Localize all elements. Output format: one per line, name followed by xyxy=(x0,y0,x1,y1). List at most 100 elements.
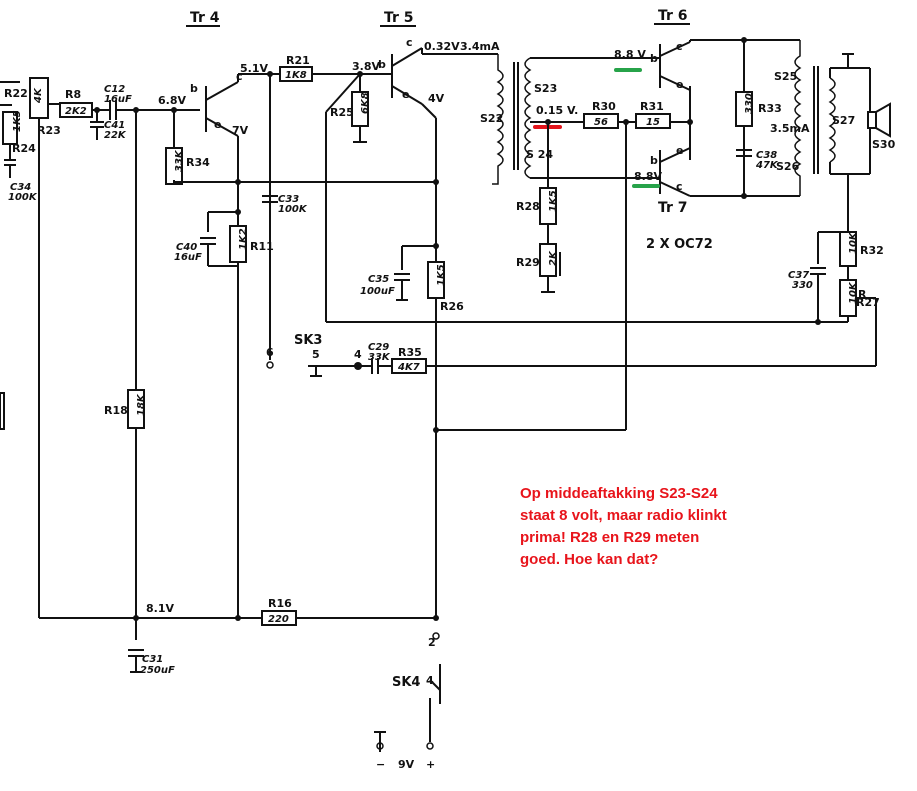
r29-label: R29 xyxy=(516,256,540,269)
tr7-label: Tr 7 xyxy=(658,200,688,216)
tr7-pin-e: e xyxy=(676,144,683,157)
tr5-collector-voltage: 0.32V xyxy=(424,40,460,53)
resistor-r18-group: 18K R18 xyxy=(104,107,147,640)
resistor-r33 xyxy=(735,91,753,127)
r26-label: R26 xyxy=(440,300,464,313)
c41-value: 22K xyxy=(104,130,127,141)
c35-r26-group: C35 100uF 1K5 R26 xyxy=(360,243,464,433)
r34-value: 33K xyxy=(174,149,185,172)
battery-voltage: 9V xyxy=(398,758,415,771)
output-transformer: 330 R33 3.5mA C38 47K S25 S26 S27 S30 xyxy=(735,37,896,199)
r8-label: R8 xyxy=(65,88,81,101)
emitter-resistors: R30 56 R31 15 xyxy=(583,86,693,322)
c40-r11-group: C40 16uF 1K2 R11 xyxy=(174,209,274,267)
s27-label: S27 xyxy=(832,114,855,127)
note-line-2: staat 8 volt, maar radio klinkt xyxy=(520,507,727,524)
supply-voltage: 8.1V xyxy=(146,602,174,615)
sk3-pin-5: 5 xyxy=(312,348,320,361)
c34-label: C34 xyxy=(10,182,31,193)
transistor-tr7: b e c 8.8V Tr 7 2 X OC72 xyxy=(632,144,800,252)
c41-label: C41 xyxy=(104,120,125,131)
tr4-base-voltage: 6.8V xyxy=(158,94,186,107)
r21-value: 1K8 xyxy=(285,70,307,81)
speaker-cone-icon xyxy=(875,102,891,138)
tr6-pin-c: c xyxy=(676,40,683,53)
r29-value: 2K xyxy=(548,250,559,266)
r11-value: 1K2 xyxy=(238,228,249,250)
tr7-base-voltage: 8.8V xyxy=(634,170,662,183)
battery-minus: − xyxy=(376,758,385,771)
r35-value: 4K7 xyxy=(397,362,420,373)
s22-label: S22 xyxy=(480,112,503,125)
r25-label: R25 xyxy=(330,106,354,119)
r34-label: R34 xyxy=(186,156,210,169)
tr6-pin-e: e xyxy=(676,78,683,91)
c12-label: C12 xyxy=(104,84,125,95)
r30-value: 56 xyxy=(594,117,608,128)
s26-label: S26 xyxy=(776,160,800,173)
c40-value: 16uF xyxy=(174,252,202,263)
tr5-pin-e: e xyxy=(402,88,409,101)
r31-label: R31 xyxy=(640,100,664,113)
output-current: 3.5mA xyxy=(770,122,810,135)
r11-label: R11 xyxy=(250,240,274,253)
r27-value: 10K xyxy=(848,281,859,304)
driver-transformer: S22 S23 S 24 0.15 V. xyxy=(480,54,660,185)
r30-label: R30 xyxy=(592,100,616,113)
r24-label: R24 xyxy=(12,142,36,155)
sk3-pin-4: 4 xyxy=(354,348,362,361)
sk4-label: SK4 xyxy=(392,675,420,690)
s24-label: S 24 xyxy=(526,148,553,161)
bias-network: 1K5 R28 2K R29 xyxy=(516,122,561,293)
c12-value: 16uF xyxy=(104,94,132,105)
tr4-pin-c: c xyxy=(236,70,243,83)
r32-label: R32 xyxy=(860,244,884,257)
c40-label: C40 xyxy=(176,242,197,253)
r33-label: R33 xyxy=(758,102,782,115)
r18-label: R18 xyxy=(104,404,128,417)
r31-value: 15 xyxy=(646,117,660,128)
c38-label: C38 xyxy=(756,150,777,161)
c33-label: C33 xyxy=(278,194,299,205)
r23-label: R23 xyxy=(37,124,61,137)
r25-value: 6K8 xyxy=(360,92,371,114)
tr7-pin-c: c xyxy=(676,180,683,193)
c35-value: 100uF xyxy=(360,286,395,297)
c31-label: C31 xyxy=(142,654,163,665)
tr4-pin-e: e xyxy=(214,118,221,131)
c37-value: 330 xyxy=(792,280,813,291)
resistor-r34-group: 33K R34 xyxy=(165,110,439,185)
c37-label: C37 xyxy=(788,270,809,281)
r21-c33-group: R21 1K8 6 C33 100K xyxy=(262,54,392,369)
center-tap-voltage: 0.15 V. xyxy=(536,104,578,117)
r21-label: R21 xyxy=(286,54,310,67)
edge-component xyxy=(0,392,5,430)
r16-value: 220 xyxy=(268,614,289,625)
r35-label: R35 xyxy=(398,346,422,359)
r22-label: R22 xyxy=(4,87,28,100)
r27-letter: R xyxy=(858,288,867,301)
r32-value: 10K xyxy=(848,231,859,254)
r27-label: R27 xyxy=(856,296,880,309)
tr5-pin-c: c xyxy=(406,36,413,49)
note-line-3: prima! R28 en R29 meten xyxy=(520,529,699,546)
c29-label: C29 xyxy=(368,342,389,353)
terminal-2: 2 xyxy=(428,636,436,649)
left-input-section: 1K5 R24 C34 100K R22 4K R23 xyxy=(0,77,61,618)
transistor-type-note: 2 X OC72 xyxy=(646,237,713,252)
speaker-s30 xyxy=(867,111,877,129)
tr5-base-voltage: 3.8V xyxy=(352,60,380,73)
r8-value: 2K2 xyxy=(65,106,87,117)
sk3-input: SK3 5 4 C29 33K R35 4K7 xyxy=(294,333,876,377)
battery-plus: + xyxy=(426,758,435,771)
supply-rail: 8.1V R16 220 C31 250uF xyxy=(39,597,439,676)
resistor-r26 xyxy=(427,261,445,299)
r24-value: 1K5 xyxy=(12,110,23,132)
s30-label: S30 xyxy=(872,138,896,151)
red-annotation-note: Op middeaftakking S23-S24 staat 8 volt, … xyxy=(520,485,727,568)
tr4-pin-b: b xyxy=(190,82,198,95)
c31-value: 250uF xyxy=(140,665,175,676)
terminal-6: 6 xyxy=(266,346,274,359)
resistor-r11 xyxy=(229,225,247,263)
c38-value: 47K xyxy=(755,160,779,171)
